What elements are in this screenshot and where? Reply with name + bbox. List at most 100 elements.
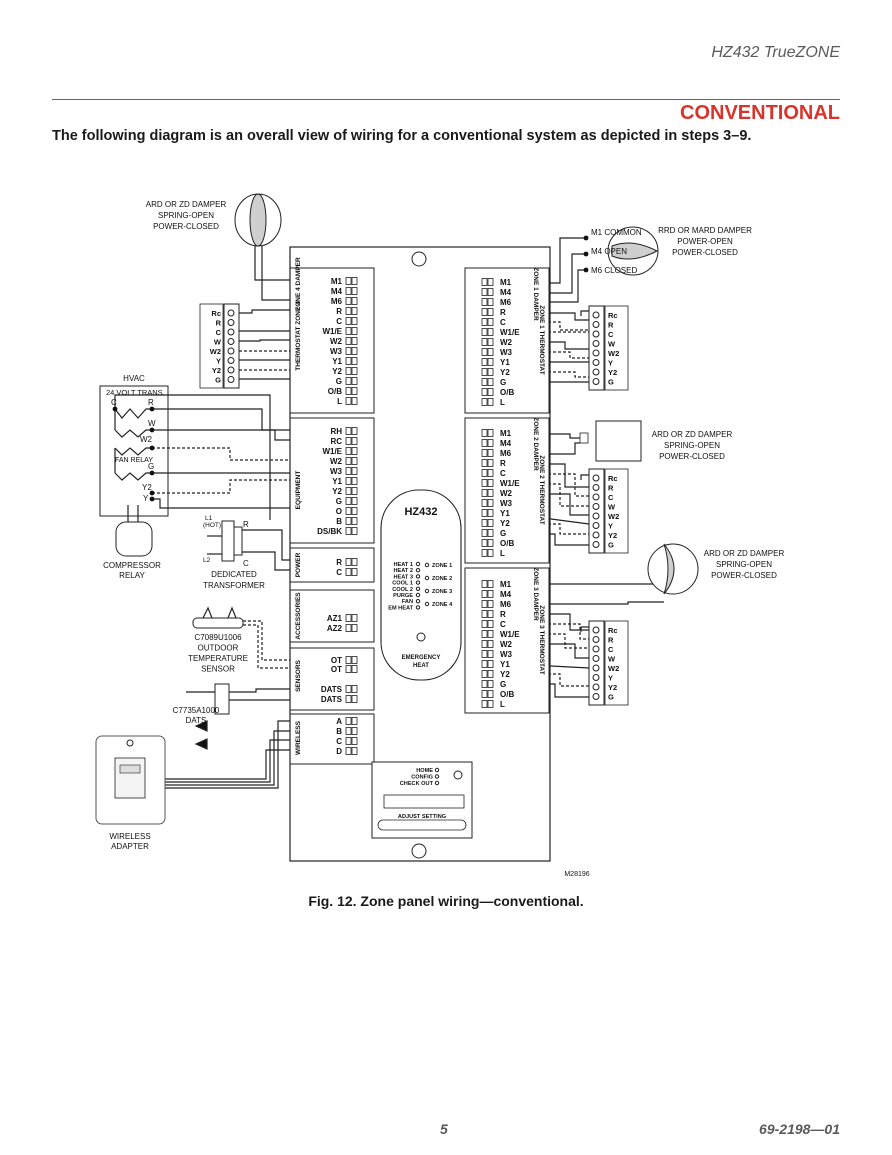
zone1-terminal-label: W3 bbox=[500, 348, 513, 357]
sensor-ot-terminal-screw bbox=[345, 665, 352, 673]
equipment-terminal-screw bbox=[351, 487, 358, 495]
terminal-dot bbox=[149, 490, 155, 496]
zone4-tstat-terminal-label: R bbox=[216, 319, 222, 328]
zone3-terminal-label: O/B bbox=[500, 690, 514, 699]
dats-sensor bbox=[214, 683, 230, 715]
config-display bbox=[383, 794, 465, 809]
zone3-terminal-screw bbox=[487, 640, 494, 648]
zone4-terminal-screw bbox=[345, 327, 352, 335]
equipment-block bbox=[289, 417, 375, 544]
wire bbox=[513, 351, 589, 359]
zone1-thermostat-terminal-label: W bbox=[608, 340, 616, 349]
zone3-terminal-screw bbox=[481, 650, 488, 658]
zone1-terminal-screw bbox=[487, 348, 494, 356]
wireless-terminal-screw bbox=[351, 747, 358, 755]
zone4-tstat-screw bbox=[227, 376, 235, 383]
equipment-terminal-screw bbox=[351, 447, 358, 455]
zone2-terminal-label: L bbox=[500, 549, 505, 558]
zone1-terminal-screw bbox=[487, 318, 494, 326]
equipment-terminal-screw bbox=[345, 527, 352, 535]
zone3-thermostat-screw bbox=[592, 693, 600, 700]
zone4-thermostat-terminals bbox=[223, 303, 240, 389]
zone2-terminal-label: R bbox=[500, 459, 506, 468]
rrd-terminal-label: M1 COMMON bbox=[591, 228, 642, 237]
zone1-thermostat-terminal-label: G bbox=[608, 378, 614, 387]
zone1-terminal-label: M1 bbox=[500, 278, 512, 287]
wire bbox=[513, 673, 589, 687]
zone2-terminal-label: G bbox=[500, 529, 506, 538]
sensor-ot-terminal-screw bbox=[351, 656, 358, 664]
zone2-thermostat-terminal-label: W bbox=[608, 503, 616, 512]
zone1-thermostat-screw bbox=[592, 311, 600, 319]
document-header-title: HZ432 TrueZONE bbox=[711, 44, 840, 61]
wireless-terminal-screw bbox=[345, 737, 352, 745]
zone4-terminal-label: M1 bbox=[331, 277, 343, 286]
zone1-terminal-screw bbox=[481, 288, 488, 296]
sensor-dats-terminal-screw bbox=[345, 685, 352, 693]
zone3-thermostat-screw bbox=[592, 636, 600, 643]
wireless-adapter-label: ADAPTER bbox=[111, 842, 149, 851]
zone4-terminal-screw bbox=[345, 367, 352, 375]
zone2-thermostat-terminal-label: Rc bbox=[608, 474, 618, 483]
rrd-terminal-label: M4 OPEN bbox=[591, 247, 627, 256]
zone1-terminal-screw bbox=[487, 358, 494, 366]
zone1-terminal-screw bbox=[487, 298, 494, 306]
ard-zone3-label: POWER-CLOSED bbox=[711, 571, 777, 580]
zone1-thermostat-terminal-label: Y bbox=[608, 359, 613, 368]
zone3-thermostat-screw bbox=[592, 645, 600, 653]
zone4-terminal-screw bbox=[345, 317, 352, 325]
zone2-terminal-label: W1/E bbox=[500, 479, 520, 488]
zone2-thermostat-screw bbox=[592, 512, 600, 520]
adapter-face bbox=[114, 757, 146, 799]
rrd-label: POWER-CLOSED bbox=[672, 248, 738, 257]
compressor-relay-label: RELAY bbox=[119, 571, 145, 580]
status-led bbox=[415, 586, 421, 591]
jumper bbox=[580, 474, 589, 480]
adjust-setting-slider bbox=[377, 819, 467, 831]
adapter-button bbox=[119, 764, 141, 774]
wireless-terminal-label: A bbox=[336, 717, 342, 726]
panel-model-label: HZ432 bbox=[404, 506, 437, 518]
sensor-dats-terminal-screw bbox=[351, 685, 358, 693]
zone4-tstat-screw bbox=[227, 328, 235, 336]
zone3-terminal-label: W2 bbox=[500, 640, 513, 649]
power-label: POWER bbox=[295, 552, 302, 577]
equipment-terminal-screw bbox=[351, 437, 358, 445]
mode-led-label: HOME bbox=[416, 768, 433, 774]
equipment-terminal-screw bbox=[351, 477, 358, 485]
zone3-terminal-screw bbox=[481, 690, 488, 698]
zone4-tstat-terminal-label: W2 bbox=[210, 347, 221, 356]
zone3-thermostat-terminal-label: C bbox=[608, 645, 614, 654]
zone1-block bbox=[464, 267, 550, 414]
zone4-terminal-screw bbox=[351, 297, 358, 305]
zone4-damper-label: ZONE 4 DAMPER bbox=[295, 257, 302, 311]
zone4-terminal-screw bbox=[345, 297, 352, 305]
zone1-thermostat-screw bbox=[592, 349, 600, 357]
equipment-terminal-screw bbox=[351, 517, 358, 525]
emergency-heat-label: EMERGENCY bbox=[402, 655, 441, 661]
zone4-terminal-label: Y1 bbox=[332, 357, 342, 366]
status-led bbox=[415, 568, 421, 573]
w-coil bbox=[114, 429, 152, 438]
zone4-terminal-label: O/B bbox=[328, 387, 342, 396]
zone4-tstat-terminal-label: Y2 bbox=[212, 366, 221, 375]
mode-led-label: CONFIG bbox=[411, 775, 433, 781]
trans-c-label: C bbox=[111, 398, 117, 407]
zone-led bbox=[424, 601, 430, 607]
hvac-y2-label: Y2 bbox=[142, 483, 152, 492]
zone1-thermostat-screw bbox=[592, 378, 600, 385]
status-led bbox=[415, 599, 421, 604]
zone3-terminal-screw bbox=[481, 590, 488, 598]
fan-relay-label: FAN RELAY bbox=[115, 457, 153, 464]
zone3-terminal-screw bbox=[481, 640, 488, 648]
status-led-label: HEAT 1 bbox=[394, 562, 413, 568]
ard-zone2-label: SPRING-OPEN bbox=[664, 441, 720, 450]
zone1-terminal-label: Y1 bbox=[500, 358, 510, 367]
zone3-thermostat-label-plate bbox=[604, 620, 629, 706]
status-module bbox=[380, 489, 462, 681]
zone3-thermostat-terminal-label: W2 bbox=[608, 664, 619, 673]
zone1-terminal-screw bbox=[481, 378, 488, 386]
zone2-thermostat-terminal-label: Y2 bbox=[608, 531, 617, 540]
zone4-tstat-screw bbox=[227, 357, 235, 364]
hvac-dashed-outline bbox=[99, 385, 169, 517]
